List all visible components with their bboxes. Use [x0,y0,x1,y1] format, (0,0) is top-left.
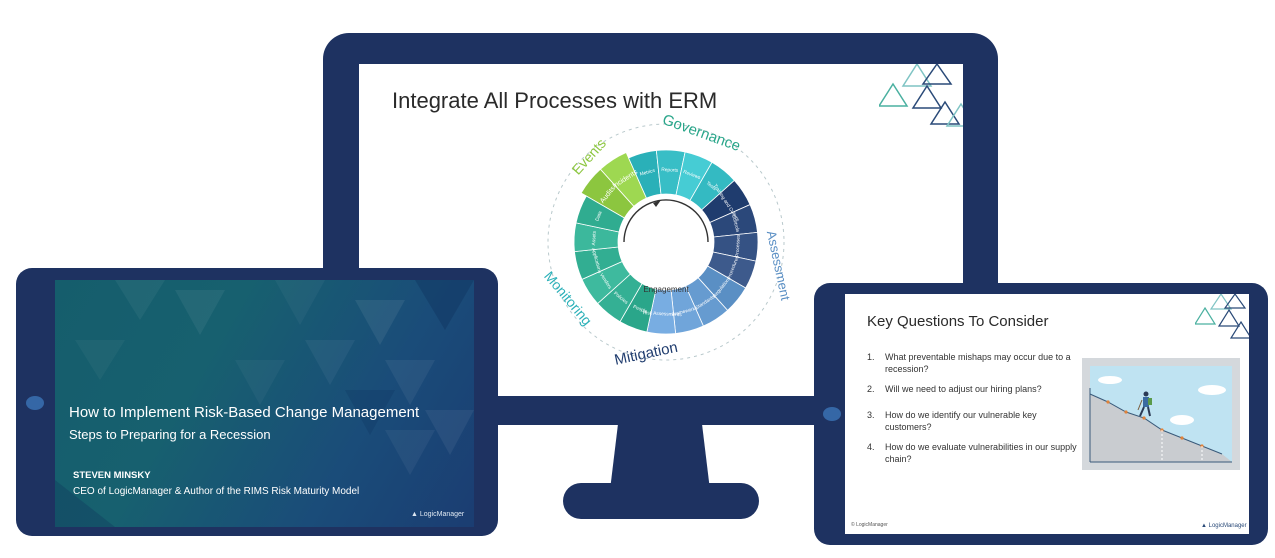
wheel-cycle-arrow-icon [623,199,709,243]
left-slide-subtitle: Steps to Preparing for a Recession [69,427,271,442]
wheel-segment-label: Reports [661,167,679,174]
left-tablet-camera [26,396,44,410]
right-slide-title: Key Questions To Consider [867,313,1049,330]
climber-illustration [1082,358,1240,470]
wheel-center-label: Engagement [643,285,689,294]
list-item: 3. How do we identify our vulnerable key… [867,410,1037,432]
questions-list: 1. What preventable mishaps may occur du… [867,351,1077,479]
wheel-category-label: Mitigation [613,339,679,369]
left-tablet-screen: How to Implement Risk-Based Change Manag… [55,280,474,527]
right-tablet-screen: Key Questions To Consider 1. What preven… [845,294,1249,534]
wheel-segment-label: Data [594,210,603,222]
wheel-segment-label: Processes [735,234,742,257]
logicmanager-logo: ▲ LogicManager [411,511,465,518]
footer-copyright: © LogicManager [851,522,888,528]
monitor-stand-neck [610,424,710,490]
triangle-decoration-icon [879,64,963,127]
presenter-name: STEVEN MINSKY [73,470,151,481]
logicmanager-logo: ▲ LogicManager [1201,523,1247,529]
list-item: 4. How do we evaluate vulnerabilities in… [867,442,1077,464]
monitor-stand-base [563,483,759,519]
right-tablet-camera [823,407,841,421]
triangle-pattern-icon [55,280,474,527]
arrow-head-icon [653,200,661,207]
triangle-decoration-icon [1195,294,1249,339]
list-item: 2. Will we need to adjust our hiring pla… [867,384,1042,394]
wheel-segment-label: Assets [591,230,598,245]
wheel-segment-label: Controls [730,214,741,233]
list-item: 1. What preventable mishaps may occur du… [867,352,1071,374]
wheel-segment-label: Risk Assessments [643,310,683,318]
wheel-category-label: Assessment [764,229,793,302]
wheel-segment-label: Metrics [639,168,656,178]
monitor-slide-title: Integrate All Processes with ERM [392,88,718,113]
left-slide-title: How to Implement Risk-Based Change Manag… [69,404,420,421]
wheel-center [618,194,714,290]
presenter-role: CEO of LogicManager & Author of the RIMS… [73,486,360,497]
wheel-category-label: Governance [660,111,743,155]
wheel-segment-label: People [632,304,648,315]
